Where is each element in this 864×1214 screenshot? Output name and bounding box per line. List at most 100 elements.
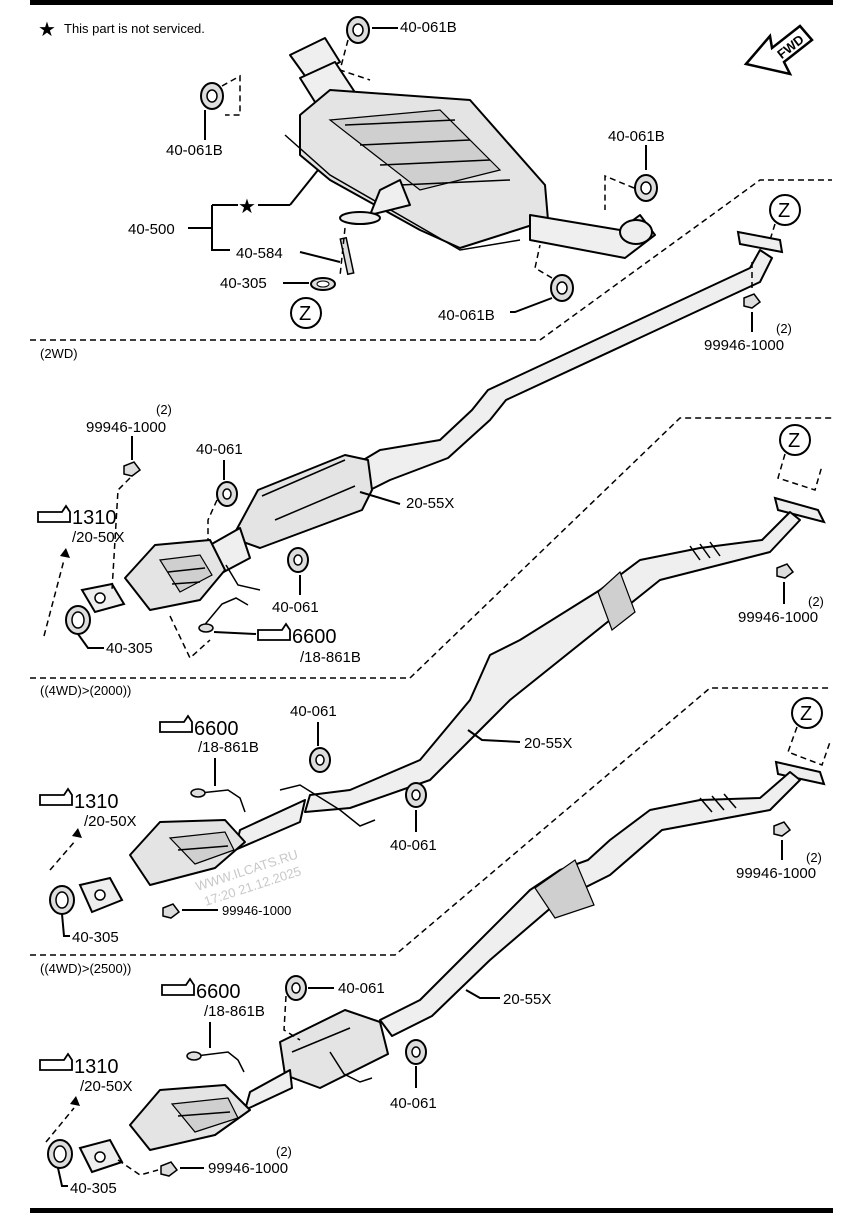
section-label-4wd2500: ((4WD)>(2500)) [40, 961, 131, 976]
fwd-arrow-icon: FWD [743, 24, 814, 76]
label-4wd2000-ref6600-sub: /18-861B [198, 739, 259, 756]
label-4wd2000-hanger-b: 40-061 [390, 837, 437, 854]
bolt-icon [339, 236, 355, 276]
hanger-right-bottom [550, 274, 574, 302]
label-4wd2000-ref1310-sub: /20-50X [84, 813, 137, 830]
label-4wd2000-ref1310: 1310 [74, 791, 119, 813]
label-4wd2500-ref6600: 6600 [196, 981, 241, 1003]
label-2wd-hanger-b: 40-061 [272, 599, 319, 616]
pipe-4wd2500 [379, 771, 801, 1037]
label-z-nut-top-qty: (2) [776, 321, 792, 336]
manifold-cat-4wd2000 [129, 819, 246, 886]
label-4wd2500-hanger-b: 40-061 [390, 1095, 437, 1112]
ref-hand-icon-2wd-1310 [37, 504, 71, 523]
label-2wd-z-nut-qty: (2) [808, 594, 824, 609]
flange-4wd2500-front [78, 1138, 124, 1174]
label-4wd2000-pipe: 20-55X [524, 735, 572, 752]
label-hanger-top: 40-061B [400, 19, 457, 36]
hanger-2wd-a [216, 481, 238, 507]
section-label-2wd: (2WD) [40, 346, 78, 361]
label-4wd2500-hanger-a: 40-061 [338, 980, 385, 997]
legend-text: This part is not serviced. [64, 21, 205, 36]
manifold-cat-2wd [124, 539, 226, 611]
label-muffler-assy: 40-500 [128, 221, 175, 238]
divider-4wd2000 [30, 417, 832, 679]
legend-star: ★ [38, 19, 56, 41]
manifold-cat-4wd2500 [129, 1084, 251, 1151]
pipe-4wd2000 [304, 511, 801, 813]
label-4wd2500-pipe: 20-55X [503, 991, 551, 1008]
label-4wd2000-hanger-a: 40-061 [290, 703, 337, 720]
ref-hand-icon-4wd2500-6600 [161, 977, 195, 996]
nut-4wd2000-rear [773, 821, 792, 837]
label-2wd-pipe: 20-55X [406, 495, 454, 512]
svg-text:Z: Z [788, 430, 800, 452]
label-4wd2500-nut-num: 99946-1000 [208, 1160, 288, 1177]
flange-4wd2000-front [78, 876, 124, 914]
gasket-muffler [310, 277, 336, 291]
divider-2wd [30, 179, 832, 341]
label-4wd2500-gasket: 40-305 [70, 1180, 117, 1197]
hanger-top [346, 16, 370, 44]
hanger-4wd2500-a [285, 975, 307, 1001]
flange-2wd-front [80, 582, 126, 614]
label-4wd2000-gasket: 40-305 [72, 929, 119, 946]
ref-hand-icon-4wd2000-1310 [39, 787, 73, 806]
hanger-left [200, 82, 224, 110]
gasket-2wd [65, 605, 91, 635]
label-4wd2500-ref1310-sub: /20-50X [80, 1078, 133, 1095]
svg-text:Z: Z [778, 200, 790, 222]
divider-4wd2500 [30, 687, 832, 956]
svg-text:Z: Z [800, 703, 812, 725]
z-marker-2wd: Z [779, 424, 811, 456]
label-2wd-z-nut-num: 99946-1000 [738, 609, 818, 626]
ref-hand-icon-4wd2000-6600 [159, 714, 193, 733]
nut-4wd2000 [162, 903, 181, 919]
hanger-4wd2000-b [405, 782, 427, 808]
z-marker-2wd-top: Z [769, 194, 801, 226]
ref-hand-icon-2wd-6600 [257, 622, 291, 641]
label-4wd2000-z-nut-num: 99946-1000 [736, 865, 816, 882]
nut-2wd-rear [776, 563, 795, 579]
label-4wd2500-nut-qty: (2) [276, 1144, 292, 1159]
label-hanger-left: 40-061B [166, 142, 223, 159]
nut-z-top [743, 293, 762, 309]
flange-2wd-rear [736, 230, 784, 254]
label-muffler-star: ★ [238, 196, 256, 218]
top-border [30, 0, 833, 5]
label-muffler-gasket: 40-305 [220, 275, 267, 292]
muffler-assembly [284, 37, 656, 259]
label-hanger-right-bottom: 40-061B [438, 307, 495, 324]
hanger-4wd2000-a [309, 747, 331, 773]
nut-4wd2500 [160, 1161, 179, 1177]
flange-4wd2500-rear [774, 760, 826, 786]
svg-text:Z: Z [299, 303, 311, 325]
sub-muffler-4wd2500 [279, 1009, 389, 1089]
label-4wd2500-ref1310: 1310 [74, 1056, 119, 1078]
gasket-4wd2500 [47, 1139, 73, 1169]
section-label-4wd2000: ((4WD)>(2000)) [40, 683, 131, 698]
label-4wd2000-ref6600: 6600 [194, 718, 239, 740]
flange-4wd2000-rear [773, 496, 826, 524]
label-2wd-ref1310: 1310 [72, 507, 117, 529]
z-marker-muffler: Z [290, 297, 322, 329]
label-hanger-right-top: 40-061B [608, 128, 665, 145]
label-4wd2000-z-nut-qty: (2) [806, 850, 822, 865]
label-2wd-gasket: 40-305 [106, 640, 153, 657]
hanger-4wd2500-b [405, 1039, 427, 1065]
hanger-right-top [634, 174, 658, 202]
bottom-border [30, 1208, 833, 1213]
nut-2wd [123, 461, 142, 477]
hanger-2wd-b [287, 547, 309, 573]
label-2wd-hanger-a: 40-061 [196, 441, 243, 458]
label-muffler-bolt: 40-584 [236, 245, 283, 262]
label-2wd-ref6600-sub: /18-861B [300, 649, 361, 666]
label-2wd-nut-qty: (2) [156, 402, 172, 417]
gasket-4wd2000 [49, 885, 75, 915]
ref-hand-icon-4wd2500-1310 [39, 1052, 73, 1071]
label-2wd-ref6600: 6600 [292, 626, 337, 648]
label-4wd2500-ref6600-sub: /18-861B [204, 1003, 265, 1020]
z-marker-4wd2000: Z [791, 697, 823, 729]
cat-converter-2wd [231, 454, 373, 549]
